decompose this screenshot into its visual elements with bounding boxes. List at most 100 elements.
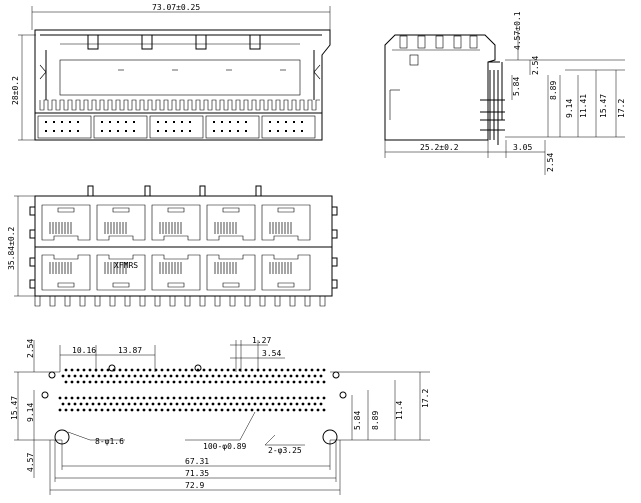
pin-hole <box>175 402 179 406</box>
pin-hole <box>220 380 224 384</box>
pin-hole <box>280 396 284 400</box>
pin-hole <box>157 402 161 406</box>
pin-hole <box>166 380 170 384</box>
pin-hole <box>217 374 221 378</box>
pin-hole <box>286 368 290 372</box>
pin-hole <box>175 374 179 378</box>
fp-right-1: 8.89 <box>371 411 380 430</box>
pin-hole <box>163 374 167 378</box>
fp-pitch-b: 13.87 <box>118 346 142 355</box>
pin-hole <box>295 374 299 378</box>
pin-hole <box>277 402 281 406</box>
fp-left-low: 9.14 <box>26 403 35 422</box>
pin-hole <box>226 396 230 400</box>
pin-grid <box>58 368 326 412</box>
pin-hole <box>148 408 152 412</box>
pin-hole <box>214 368 218 372</box>
fp-pitch-c: 1.27 <box>252 336 271 345</box>
pin-hole <box>274 380 278 384</box>
pin-hole <box>142 380 146 384</box>
pin-hole <box>211 374 215 378</box>
fp-pitch-a: 10.16 <box>72 346 96 355</box>
pin-hole <box>274 396 278 400</box>
pin-hole <box>154 368 158 372</box>
pin-hole <box>103 402 107 406</box>
pin-hole <box>166 408 170 412</box>
pin-hole <box>85 374 89 378</box>
fp-bottom-0: 67.31 <box>185 457 209 466</box>
pin-hole <box>310 368 314 372</box>
pin-hole <box>259 374 263 378</box>
pin-hole <box>148 368 152 372</box>
side-dim-6: 17.2 <box>617 99 626 118</box>
pin-hole <box>271 402 275 406</box>
pin-hole <box>118 396 122 400</box>
pin-hole <box>283 374 287 378</box>
pin-hole <box>271 374 275 378</box>
pin-hole <box>202 380 206 384</box>
side-view: 4.57±0.1 2.54 5.84 8.89 9.14 11.41 15.47… <box>384 11 626 175</box>
pin-hole <box>232 368 236 372</box>
pin-hole <box>85 402 89 406</box>
pin-hole <box>262 380 266 384</box>
pin-hole <box>160 396 164 400</box>
pin-hole <box>220 396 224 400</box>
pin-hole <box>214 408 218 412</box>
pin-hole <box>82 380 86 384</box>
pin-hole <box>127 374 131 378</box>
pin-hole <box>94 396 98 400</box>
pin-hole <box>178 408 182 412</box>
side-dim-1: 5.84 <box>512 77 521 96</box>
pin-hole <box>319 402 323 406</box>
pin-hole <box>136 396 140 400</box>
pin-hole <box>124 396 128 400</box>
pin-hole <box>115 374 119 378</box>
pin-hole <box>307 374 311 378</box>
side-body-width: 25.2±0.2 <box>420 143 459 152</box>
pin-hole <box>151 402 155 406</box>
pin-hole <box>238 408 242 412</box>
pin-hole <box>292 396 296 400</box>
pin-hole <box>124 380 128 384</box>
pin-hole <box>196 368 200 372</box>
pin-hole <box>178 396 182 400</box>
pin-hole <box>304 396 308 400</box>
pin-hole <box>172 408 176 412</box>
pin-hole <box>64 408 68 412</box>
pin-hole <box>322 408 326 412</box>
pin-hole <box>154 396 158 400</box>
pin-hole <box>136 368 140 372</box>
pin-hole <box>310 396 314 400</box>
pin-hole <box>112 396 116 400</box>
pin-hole <box>277 374 281 378</box>
pin-hole <box>106 368 110 372</box>
pin-hole <box>208 380 212 384</box>
pin-hole <box>316 380 320 384</box>
pin-hole <box>142 396 146 400</box>
pin-hole <box>82 408 86 412</box>
pin-hole <box>205 374 209 378</box>
pin-hole <box>166 368 170 372</box>
pin-hole <box>196 380 200 384</box>
pin-hole <box>199 374 203 378</box>
pin-hole <box>184 396 188 400</box>
pin-hole <box>178 368 182 372</box>
pin-hole <box>115 402 119 406</box>
pin-hole <box>244 396 248 400</box>
pin-hole <box>190 368 194 372</box>
pin-hole <box>181 402 185 406</box>
pin-hole <box>232 396 236 400</box>
pin-hole <box>184 408 188 412</box>
pin-hole <box>109 374 113 378</box>
pin-hole <box>151 374 155 378</box>
pin-hole <box>163 402 167 406</box>
pin-hole <box>220 408 224 412</box>
pin-hole <box>310 408 314 412</box>
pin-hole <box>61 402 65 406</box>
pin-hole <box>145 402 149 406</box>
fp-pitch-d: 3.54 <box>262 349 281 358</box>
pin-hole <box>64 380 68 384</box>
pin-hole <box>244 408 248 412</box>
pin-hole <box>109 402 113 406</box>
pin-hole <box>226 368 230 372</box>
